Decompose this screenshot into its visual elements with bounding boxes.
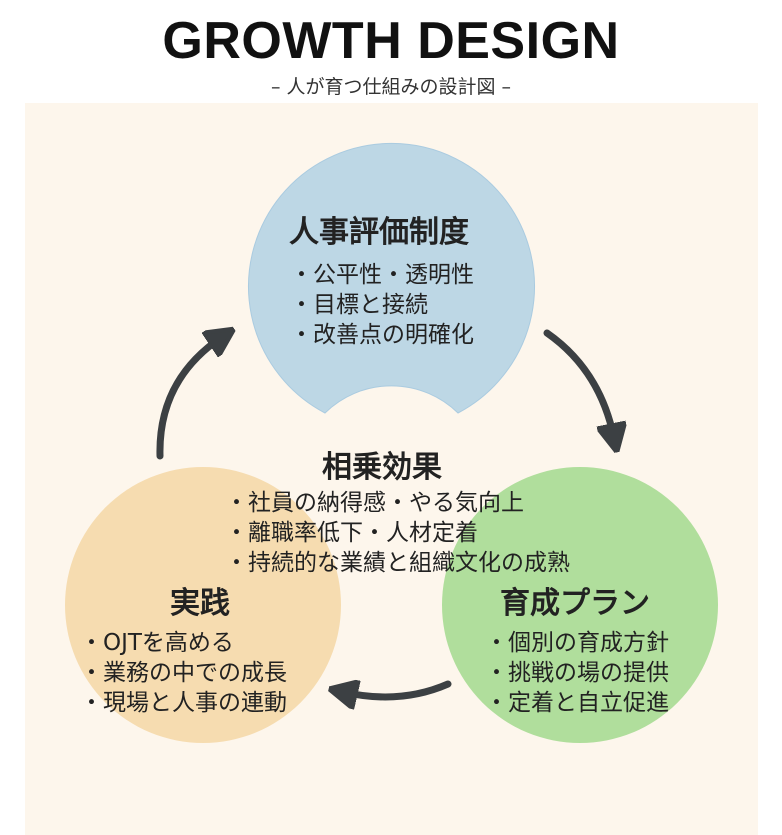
evaluation-item: ・目標と接続 [290,292,428,318]
arrow-practice-to-evaluation [156,337,222,460]
synergy-heading: 相乗効果 [322,450,442,485]
evaluation-circle [248,142,535,414]
practice-item: ・現場と人事の連動 [80,690,287,716]
plan-item: ・挑戦の場の提供 [485,660,669,686]
practice-item: ・業務の中での成長 [80,660,287,686]
synergy-item: ・持続的な業績と組織文化の成熟 [225,550,570,576]
plan-item: ・定着と自立促進 [485,690,669,716]
page-subtitle: – 人が育つ仕組みの設計図 – [270,76,512,98]
practice-heading: 実践 [170,586,230,621]
practice-circle [65,467,341,743]
practice-item: ・OJTを高める [80,630,234,656]
plan-item: ・個別の育成方針 [485,630,669,656]
arrow-plan-to-practice [343,684,452,697]
evaluation-item: ・公平性・透明性 [290,262,474,288]
evaluation-item: ・改善点の明確化 [290,322,474,348]
plan-circle [442,467,718,743]
plan-heading: 育成プラン [500,586,650,621]
synergy-item: ・社員の納得感・やる気向上 [225,490,524,516]
page-title: GROWTH DESIGN [162,12,620,70]
evaluation-heading: 人事評価制度 [289,215,469,250]
synergy-item: ・離職率低下・人材定着 [225,520,478,546]
arrow-evaluation-to-plan [543,329,614,438]
